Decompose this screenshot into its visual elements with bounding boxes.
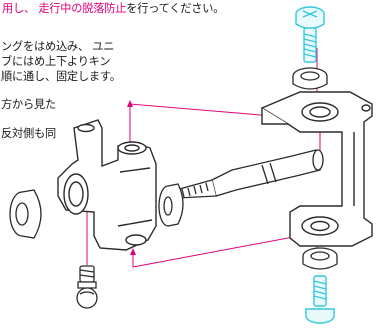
instruction-line-4: 方から見た — [1, 98, 56, 111]
instruction-line-3: 順に通し、固定します。 — [1, 70, 121, 83]
outer-bearing-icon — [9, 189, 42, 239]
instruction-line-5: 反対側も同 — [1, 127, 56, 140]
top-bearing-icon — [292, 67, 328, 90]
middle-bearing-icon — [158, 183, 184, 227]
bottom-bearing-icon — [302, 247, 338, 270]
top-screw-icon — [295, 6, 325, 63]
ball-stud-icon — [76, 265, 98, 309]
steering-knuckle — [57, 119, 157, 251]
instruction-line-2: ブにはめ上下よりキン — [1, 55, 111, 68]
axle-shaft — [175, 149, 324, 199]
c-hub-carrier — [260, 91, 373, 247]
warning-text: 用し、 走行中の脱落防止 — [2, 2, 127, 15]
warning-tail: を行ってください。 — [126, 2, 225, 15]
bottom-screw-icon — [305, 275, 335, 324]
warning-line: 用し、 走行中の脱落防止を行ってください。 — [2, 2, 224, 15]
instruction-line-1: ングをはめ込み、 ユニ — [1, 40, 115, 53]
